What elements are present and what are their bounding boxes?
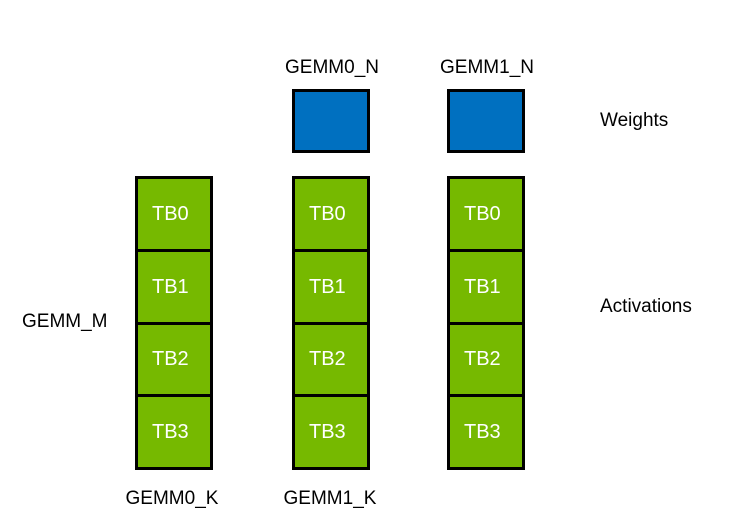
header-gemm1-n-line1: GEMM1_N (440, 57, 534, 78)
activation-cell-label: TB0 (152, 202, 189, 225)
activation-cell-label: TB2 (464, 348, 501, 371)
activation-cell-label: TB1 (464, 275, 501, 298)
activation-cell: TB0 (292, 176, 370, 252)
activation-cell: TB3 (135, 394, 213, 470)
bottom-label-gemm0-k: GEMM0_K (125, 488, 219, 509)
activation-cell: TB1 (447, 248, 525, 325)
activation-cell-label: TB1 (152, 275, 189, 298)
row-label-activations: Activations (600, 296, 692, 317)
row-label-weights: Weights (600, 110, 669, 131)
activation-cell: TB1 (135, 248, 213, 325)
activation-cell: TB1 (292, 248, 370, 325)
header-gemm0-n-line1: GEMM0_N (285, 57, 379, 78)
activation-cell: TB3 (447, 394, 525, 470)
activation-cell-label: TB3 (309, 421, 346, 444)
activation-cell-label: TB2 (309, 348, 346, 371)
axis-label-gemm-m: GEMM_M (22, 311, 108, 332)
activation-cell-label: TB1 (309, 275, 346, 298)
activation-cell-label: TB3 (152, 421, 189, 444)
weight-tile-gemm1 (447, 89, 525, 153)
weight-tile-gemm0 (292, 89, 370, 153)
activation-cell-label: TB0 (309, 202, 346, 225)
activation-cell-label: TB3 (464, 421, 501, 444)
bottom-label-gemm1-k: GEMM1_K (283, 488, 377, 509)
activation-column-1: TB0 TB1 TB2 TB3 (292, 176, 370, 470)
activation-cell: TB3 (292, 394, 370, 470)
activation-cell-label: TB0 (464, 202, 501, 225)
activation-column-2: TB0 TB1 TB2 TB3 (447, 176, 525, 470)
activation-cell: TB0 (447, 176, 525, 252)
activation-column-0: TB0 TB1 TB2 TB3 (135, 176, 213, 470)
activation-cell: TB0 (135, 176, 213, 252)
activation-cell-label: TB2 (152, 348, 189, 371)
activation-cell: TB2 (447, 321, 525, 398)
activation-cell: TB2 (292, 321, 370, 398)
activation-cell: TB2 (135, 321, 213, 398)
